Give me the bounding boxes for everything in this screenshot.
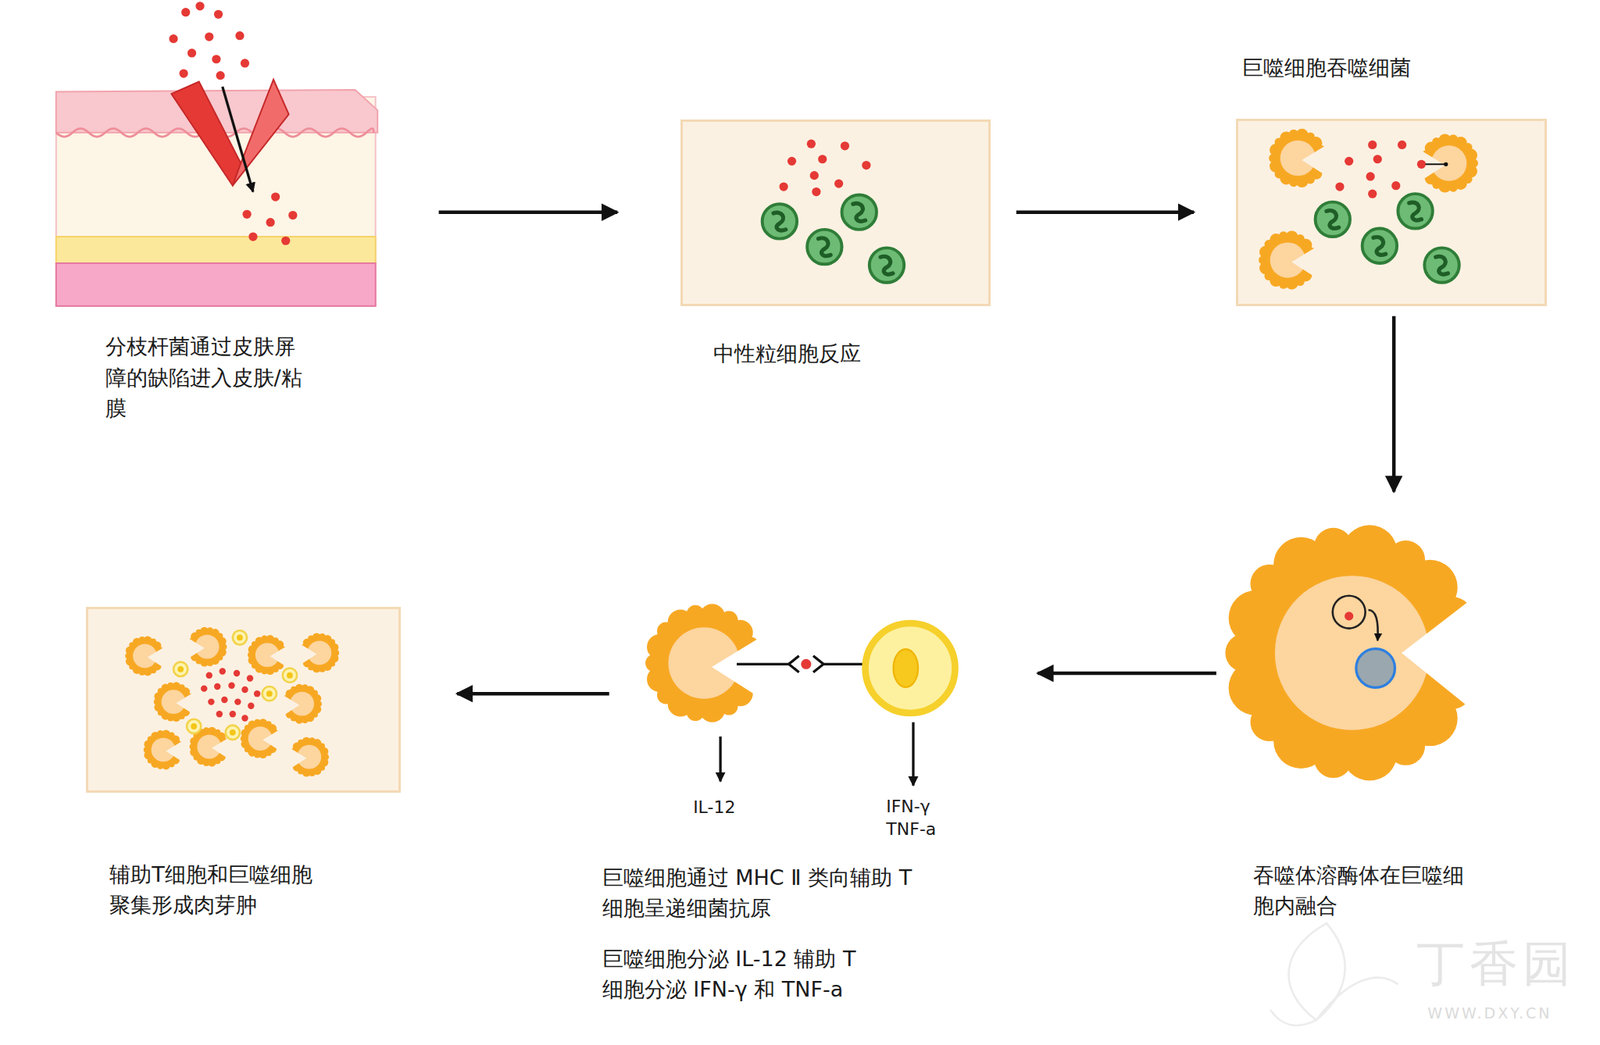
skin-block <box>56 79 378 307</box>
bacteria <box>281 236 290 246</box>
flow-arrow <box>457 692 610 697</box>
step-caption: 巨噬细胞吞噬细菌 <box>1242 52 1477 83</box>
watermark-logo <box>1270 923 1398 1026</box>
bacteria <box>204 32 214 41</box>
watermark-logo <box>1316 978 1398 1021</box>
antigen-presentation-art <box>800 659 811 670</box>
bacteria <box>271 192 280 201</box>
bacteria <box>178 68 188 78</box>
antigen-presentation-art <box>645 603 955 786</box>
flow-arrow <box>1392 316 1397 493</box>
watermark-logo <box>1270 1010 1317 1026</box>
step-caption: 巨噬细胞通过 MHC Ⅱ 类向辅助 T 细胞呈递细菌抗原 <box>602 862 970 924</box>
big-macrophage <box>1225 525 1482 781</box>
entry-arrow <box>222 86 254 193</box>
bacteria <box>194 89 204 99</box>
bacteria <box>181 7 190 17</box>
cytokine-label: IL-12 <box>692 797 736 818</box>
antigen-presentation-art <box>893 649 919 688</box>
process-step: 巨噬细胞吞噬细菌 <box>1235 118 1547 307</box>
cytokine-label: IFN-γ <box>885 796 931 816</box>
antigen-presentation-art <box>823 663 866 666</box>
antigen-presentation-art <box>736 663 790 666</box>
bacteria <box>168 34 178 43</box>
bacteria <box>240 58 250 68</box>
step-caption: 中性粒细胞反应 <box>713 338 948 369</box>
skin-block <box>56 263 376 307</box>
big-macrophage <box>1332 596 1366 629</box>
step-caption: 巨噬细胞分泌 IL-12 辅助 T 细胞分泌 IFN-γ 和 TNF-a <box>602 943 915 1005</box>
skin-block <box>232 79 290 186</box>
antigen-presentation-art <box>789 656 800 673</box>
antigen-presentation-art <box>911 722 915 786</box>
skin-block <box>56 236 376 264</box>
antigen-presentation-art <box>865 623 956 714</box>
bacteria <box>214 10 223 19</box>
antigen-presentation-art <box>645 603 765 723</box>
antigen-presentation-art <box>865 623 956 714</box>
flow-arrow <box>1016 210 1194 215</box>
big-macrophage <box>1225 525 1482 781</box>
bacteria <box>216 71 225 80</box>
step-caption: 分枝杆菌通过皮肤屏 障的缺陷进入皮肤/粘 膜 <box>105 331 318 423</box>
process-step: 吞噬体溶酶体在巨噬细 胞内融合 <box>1229 497 1480 811</box>
skin-block <box>56 96 376 307</box>
bacteria <box>248 232 258 241</box>
bacteria <box>195 1 204 11</box>
process-step: 巨噬细胞通过 MHC Ⅱ 类向辅助 T 细胞呈递细菌抗原巨噬细胞分泌 IL-12… <box>646 589 960 738</box>
flow-arrow <box>439 210 618 215</box>
big-macrophage <box>1356 649 1396 689</box>
bacteria <box>242 210 251 219</box>
bacteria <box>235 31 244 40</box>
antigen-presentation-art <box>718 736 722 782</box>
watermark-logo <box>1288 923 1345 1021</box>
bacteria <box>187 48 197 58</box>
process-step: 辅助T细胞和巨噬细胞 聚集形成肉芽肿 <box>85 607 402 793</box>
bacteria <box>168 1 297 246</box>
skin-block <box>171 81 241 186</box>
big-macrophage <box>1344 611 1354 621</box>
step-caption: 吞噬体溶酶体在巨噬细 胞内融合 <box>1253 860 1488 922</box>
process-step: 分枝杆菌通过皮肤屏 障的缺陷进入皮肤/粘 膜 <box>56 5 378 312</box>
bacteria <box>211 54 221 64</box>
skin-block <box>56 89 378 133</box>
flow-arrow <box>1037 671 1217 676</box>
watermark: 丁香园 <box>1416 931 1576 997</box>
process-step: 中性粒细胞反应 <box>680 119 991 307</box>
bacteria <box>266 217 275 227</box>
watermark: WWW.DXY.CN <box>1427 1004 1552 1022</box>
bacteria <box>288 210 297 220</box>
antigen-presentation-art <box>813 656 824 673</box>
big-macrophage <box>1225 525 1482 781</box>
step-caption: 辅助T细胞和巨噬细胞 聚集形成肉芽肿 <box>109 859 336 921</box>
skin-block <box>56 128 374 137</box>
big-macrophage <box>1368 610 1379 641</box>
cytokine-label: TNF-a <box>885 818 936 839</box>
